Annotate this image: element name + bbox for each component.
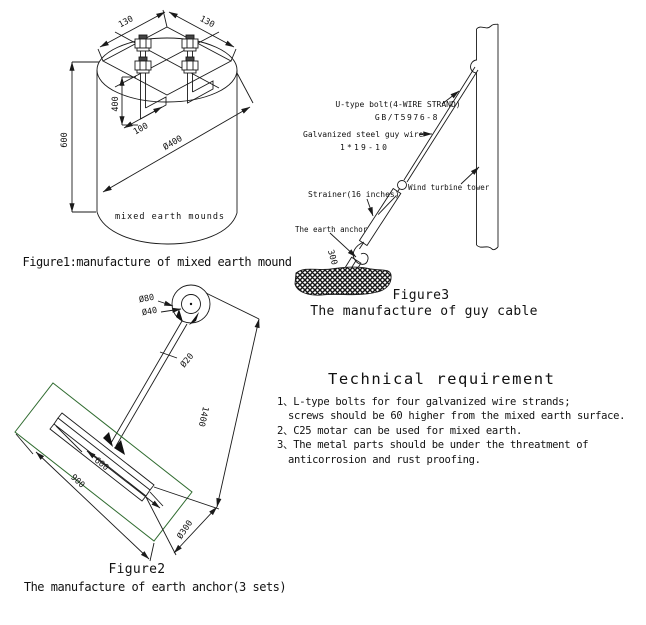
tech-line-1: 1、L-type bolts for four galvanized wire … bbox=[277, 396, 571, 408]
dim-dia20: Ø20 bbox=[178, 351, 196, 370]
tech-line-2: screws should be 60 higher from the mixe… bbox=[288, 410, 626, 423]
label-earth-anchor: The earth anchor bbox=[295, 225, 368, 234]
technical-requirements: Technical requirement 1、L-type bolts for… bbox=[277, 370, 642, 467]
dim-400: 400 bbox=[111, 96, 121, 111]
figure3-leaders bbox=[329, 90, 480, 258]
tech-line-3: 2、C25 motar can be used for mixed earth. bbox=[277, 424, 523, 437]
label-u-type-bolt-std: GB/T5976-8 bbox=[375, 113, 439, 122]
figure3-caption-title: Figure3 bbox=[393, 288, 450, 303]
label-strainer: Strainer(16 inches) bbox=[308, 190, 400, 199]
dim-130-right: 130 bbox=[198, 14, 216, 30]
bolt-right-column bbox=[181, 34, 214, 104]
guy-wire bbox=[403, 66, 479, 183]
figure3-caption-subtitle: The manufacture of guy cable bbox=[310, 304, 538, 319]
dim-100: 100 bbox=[132, 121, 150, 137]
label-guy-wire-spec: 1*19-10 bbox=[340, 143, 389, 152]
dim-900: 900 bbox=[68, 473, 86, 491]
tech-line-4: 3、The metal parts should be under the th… bbox=[277, 439, 589, 452]
bolt-left-column bbox=[134, 34, 167, 120]
ground-hatch bbox=[294, 266, 392, 296]
dim-dia40: Ø40 bbox=[141, 305, 158, 319]
figure2-earth-anchor-drawing: Ø80 Ø40 Ø20 1400 600 900 Ø300 Figure2 Th… bbox=[14, 284, 287, 594]
dim-130-left: 130 bbox=[117, 14, 135, 30]
dim-dia400: Ø400 bbox=[161, 133, 184, 153]
mound-label: mixed earth mounds bbox=[115, 212, 225, 222]
anchor-bar bbox=[49, 412, 155, 502]
figure2-caption-title: Figure2 bbox=[109, 562, 166, 577]
label-u-type-bolt: U-type bolt(4-WIRE STRAND) bbox=[335, 100, 460, 109]
label-tower: Wind turbine tower bbox=[408, 183, 490, 192]
dim-300-angle: 300 bbox=[325, 249, 339, 267]
figure1-caption: Figure1:manufacture of mixed earth mound bbox=[23, 255, 292, 269]
wind-turbine-tower bbox=[470, 23, 499, 251]
dim-dia80: Ø80 bbox=[138, 292, 155, 306]
figure2-dimensions bbox=[15, 292, 260, 562]
dim-1400: 1400 bbox=[196, 405, 210, 427]
figure1-dimensions bbox=[69, 9, 254, 213]
figure2-caption-subtitle: The manufacture of earth anchor(3 sets) bbox=[24, 580, 286, 594]
dim-600: 600 bbox=[60, 132, 70, 147]
technical-requirements-list: 1、L-type bolts for four galvanized wire … bbox=[277, 395, 642, 467]
tech-line-5: anticorrosion and rust proofing. bbox=[288, 453, 481, 466]
j-hook-right bbox=[187, 80, 214, 104]
figure3-guy-cable-drawing: U-type bolt(4-WIRE STRAND) GB/T5976-8 Ga… bbox=[294, 23, 538, 319]
label-guy-wire: Galvanized steel guy wire bbox=[303, 130, 424, 139]
dim-dia300: Ø300 bbox=[175, 518, 196, 541]
figure1-mound-drawing: 130 130 400 100 600 Ø400 mixed earth mou… bbox=[23, 9, 292, 269]
technical-requirements-title: Technical requirement bbox=[328, 370, 556, 388]
dim-600: 600 bbox=[92, 456, 110, 473]
